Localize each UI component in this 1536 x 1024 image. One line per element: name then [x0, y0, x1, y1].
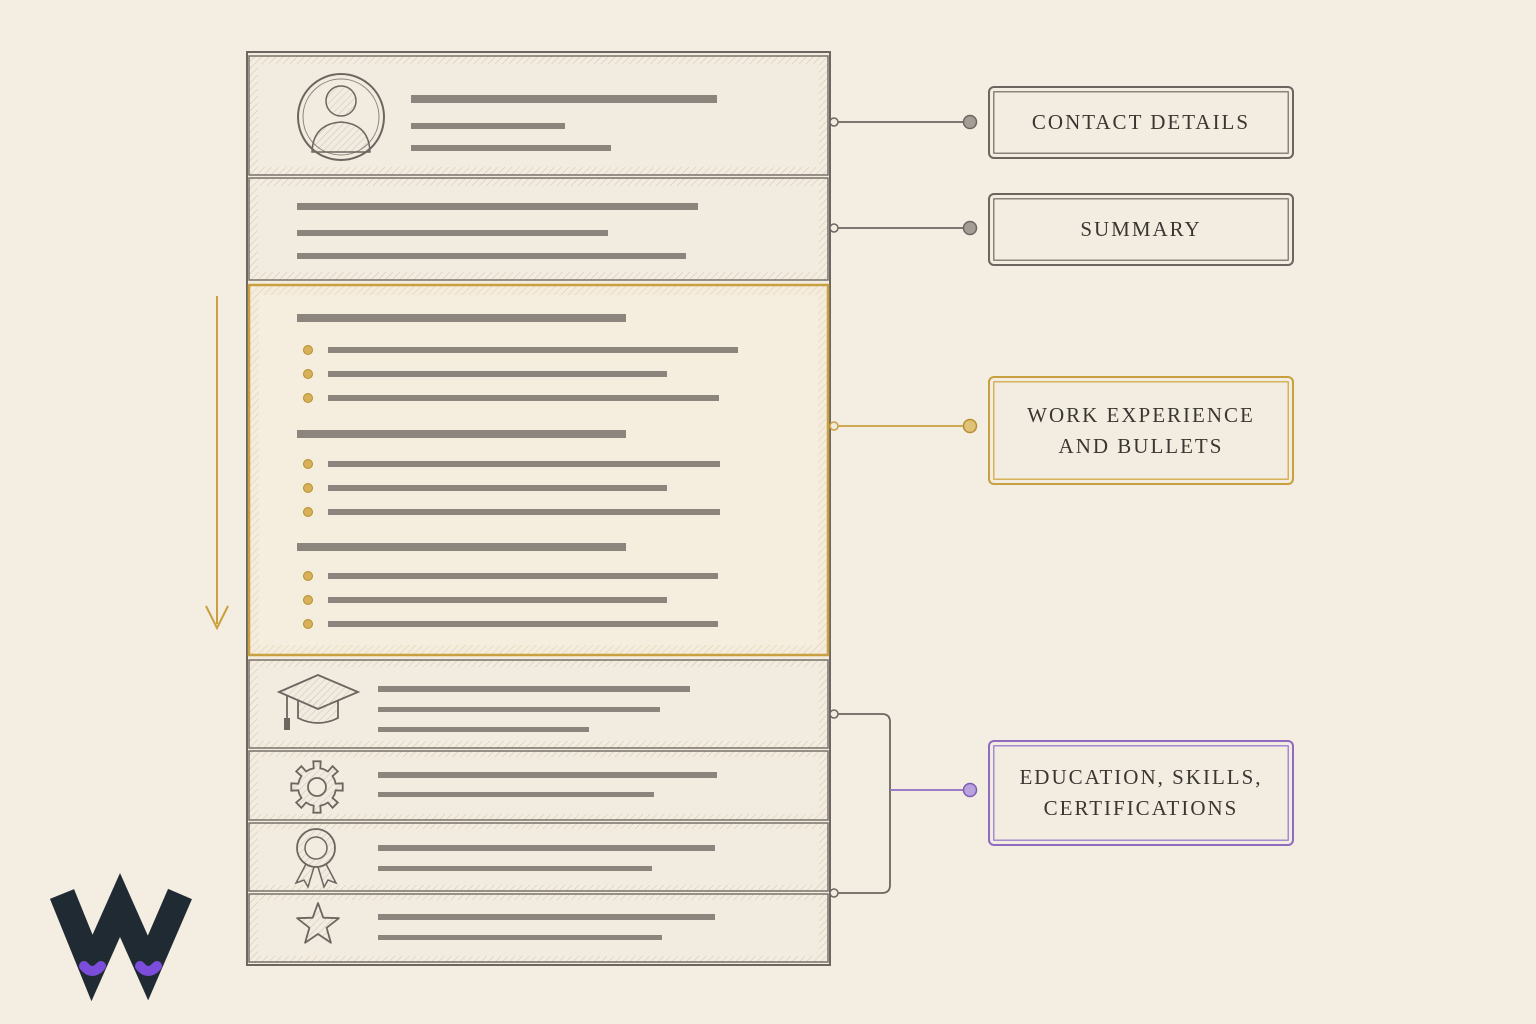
connector-work: [829, 418, 978, 434]
bullet-line: [328, 395, 719, 401]
label-education-skills-certifications: EDUCATION, SKILLS, CERTIFICATIONS: [988, 740, 1294, 846]
graduation-cap-icon: [276, 674, 361, 730]
w-logo: [49, 872, 192, 1002]
bullet-dot: [303, 571, 313, 581]
label-education-text: EDUCATION, SKILLS, CERTIFICATIONS: [1019, 765, 1263, 820]
reading-flow-arrow: [205, 296, 229, 631]
bullet-dot: [303, 393, 313, 403]
job-title-line: [297, 314, 626, 322]
label-contact-details: CONTACT DETAILS: [988, 86, 1294, 159]
bullet-dot: [303, 459, 313, 469]
label-work-experience: WORK EXPERIENCE AND BULLETS: [988, 376, 1294, 485]
star-icon: [296, 902, 340, 944]
section-summary: [248, 177, 829, 281]
connector-contact: [829, 114, 978, 130]
bullet-dot: [303, 483, 313, 493]
section-skills: [248, 750, 829, 821]
label-summary-text: SUMMARY: [1080, 217, 1202, 241]
person-avatar-icon: [297, 73, 385, 161]
bullet-line: [328, 461, 720, 467]
connector-summary: [829, 220, 978, 236]
bullet-line: [328, 485, 667, 491]
bullet-line: [328, 347, 738, 353]
bullet-dot: [303, 507, 313, 517]
bullet-dot: [303, 619, 313, 629]
label-work-text: WORK EXPERIENCE AND BULLETS: [1027, 402, 1255, 458]
award-ribbon-icon: [294, 828, 338, 889]
bullet-line: [328, 371, 667, 377]
bullet-line: [328, 573, 718, 579]
bullet-dot: [303, 369, 313, 379]
label-summary: SUMMARY: [988, 193, 1294, 266]
bullet-line: [328, 597, 667, 603]
section-education: [248, 659, 829, 749]
connector-education-bracket: [829, 709, 978, 898]
gear-icon: [290, 760, 344, 814]
job-title-line: [297, 430, 626, 438]
bullet-dot: [303, 595, 313, 605]
label-contact-text: CONTACT DETAILS: [1031, 110, 1251, 134]
job-title-line: [297, 543, 626, 551]
section-certifications: [248, 822, 829, 892]
bullet-dot: [303, 345, 313, 355]
section-work-experience: [247, 283, 830, 657]
bullet-line: [328, 509, 720, 515]
section-extras: [248, 893, 829, 963]
section-contact: [248, 55, 829, 176]
bullet-line: [328, 621, 718, 627]
